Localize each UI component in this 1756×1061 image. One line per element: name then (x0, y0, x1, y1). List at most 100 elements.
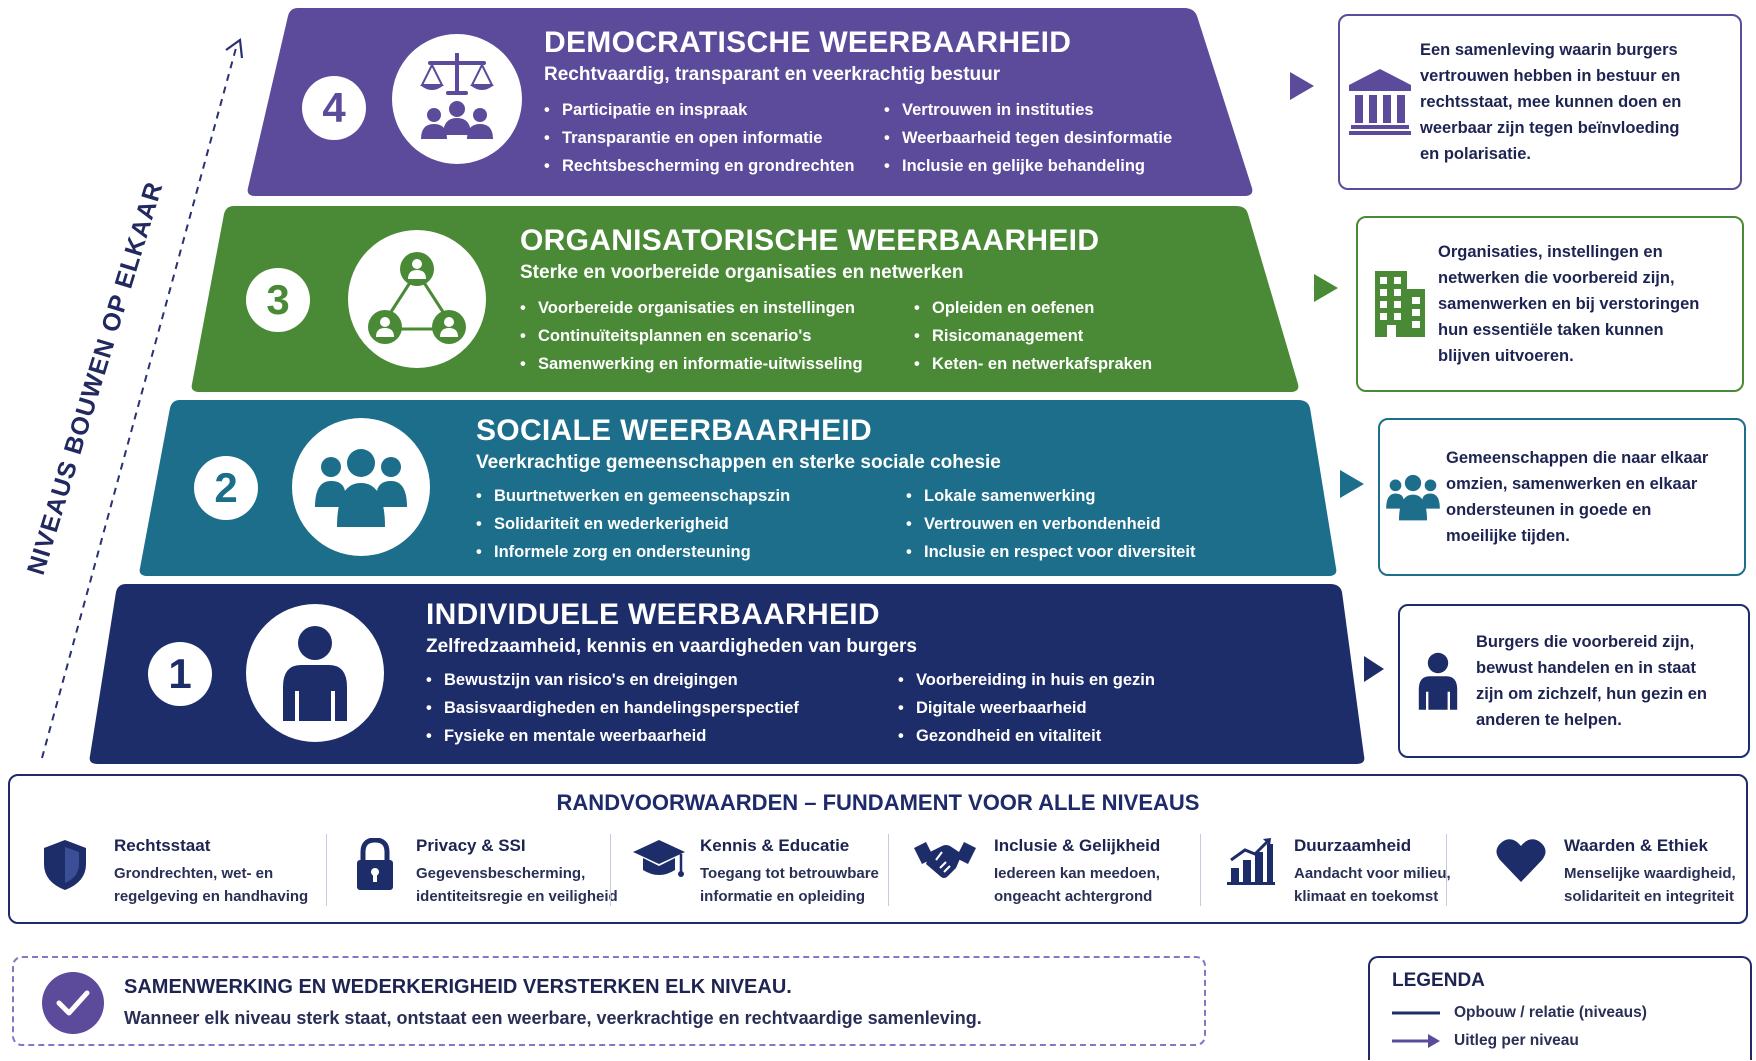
level-3-block: 3 ORGANISATORISCHE WEERBAARHEID Sterke e… (190, 206, 1300, 392)
bullet-item: Inclusie en gelijke behandeling (884, 152, 1172, 180)
bullet-item: Vertrouwen en verbondenheid (906, 510, 1195, 538)
bullet-item: Digitale weerbaarheid (898, 694, 1155, 722)
bullet-item: Basisvaardigheden en handelingsperspecti… (426, 694, 898, 722)
bullet-item: Inclusie en respect voor diversiteit (906, 538, 1195, 566)
bullet-item: Participatie en inspraak (544, 96, 884, 124)
level-2-icon-circle (292, 418, 430, 556)
level-1-number: 1 (148, 642, 212, 706)
bullet-item: Samenwerking en informatie-uitwisseling (520, 350, 914, 378)
foundation-panel: RANDVOORWAARDEN – FUNDAMENT VOOR ALLE NI… (8, 774, 1748, 924)
level-1-description: Burgers die voorbereid zijn, bewust hand… (1476, 633, 1708, 729)
level-4-bullets-right: Vertrouwen in instituties Weerbaarheid t… (884, 96, 1172, 180)
bullet-item: Voorbereide organisaties en instellingen (520, 294, 914, 322)
institution-building-icon (1349, 69, 1411, 135)
level-3-description-box: Organisaties, instellingen en netwerken … (1356, 216, 1744, 392)
justice-scales-people-icon (420, 53, 494, 139)
shield-icon (44, 840, 86, 890)
level-2-description-box: Gemeenschappen die naar elkaar omzien, s… (1378, 418, 1746, 576)
level-4-title: DEMOCRATISCHE WEERBAARHEID (544, 26, 1072, 59)
pillar-inclusie: Inclusie & Gelijkheid Iedereen kan meedo… (910, 836, 1160, 908)
bullet-item: Solidariteit en wederkerigheid (476, 510, 906, 538)
level-3-number: 3 (246, 268, 310, 332)
pillar-divider (610, 834, 611, 906)
pillar-text: regelgeving en handhaving (114, 888, 309, 905)
pillar-title: Rechtsstaat (114, 836, 211, 855)
pillar-text: informatie en opleiding (700, 888, 866, 905)
bullet-item: Transparantie en open informatie (544, 124, 884, 152)
graduation-cap-icon (633, 840, 685, 877)
pillar-waarden: Waarden & Ethiek Menselijke waardigheid,… (1492, 836, 1736, 908)
level-4-bullets-left: Participatie en inspraak Transparantie e… (544, 96, 884, 180)
bullet-item: Bewustzijn van risico's en dreigingen (426, 666, 898, 694)
group-people-icon (1386, 474, 1440, 521)
level-4-description-box: Een samenleving waarin burgers vertrouwe… (1338, 14, 1742, 190)
level-3-bullets-right: Opleiden en oefenen Risicomanagement Ket… (914, 294, 1152, 378)
pillar-text: Menselijke waardigheid, (1564, 865, 1736, 882)
network-people-icon (368, 252, 466, 344)
pillar-duurzaamheid: Duurzaamheid Aandacht voor milieu, klima… (1222, 836, 1451, 908)
level-4-description: Een samenleving waarin burgers vertrouwe… (1420, 41, 1682, 163)
axis-arrow (41, 38, 244, 759)
level-2-description: Gemeenschappen die naar elkaar omzien, s… (1446, 449, 1709, 545)
pillar-text: Grondrechten, wet- en (114, 865, 274, 882)
bullet-item: Opleiden en oefenen (914, 294, 1152, 322)
level-4-icon-circle (392, 34, 522, 164)
bullet-item: Rechtsbescherming en grondrechten (544, 152, 884, 180)
bullet-item: Continuïteitsplannen en scenario's (520, 322, 914, 350)
pillar-text: solidariteit en integriteit (1564, 888, 1735, 905)
level-2-number: 2 (194, 456, 258, 520)
bullet-item: Weerbaarheid tegen desinformatie (884, 124, 1172, 152)
cooperation-box: SAMENWERKING EN WEDERKERIGHEID VERSTERKE… (12, 956, 1206, 1046)
legend-panel: LEGENDA Opbouw / relatie (niveaus) Uitle… (1368, 956, 1752, 1060)
pillar-divider (1200, 834, 1201, 906)
pillar-divider (1446, 834, 1447, 906)
bullet-item: Informele zorg en ondersteuning (476, 538, 906, 566)
level-3-title: ORGANISATORISCHE WEERBAARHEID (520, 224, 1100, 257)
level-1-subtitle: Zelfredzaamheid, kennis en vaardigheden … (426, 636, 917, 657)
bullet-item: Fysieke en mentale weerbaarheid (426, 722, 898, 750)
bullet-item: Lokale samenwerking (906, 482, 1195, 510)
pillar-text: ongeacht achtergrond (994, 888, 1153, 905)
pillar-title: Waarden & Ethiek (1564, 836, 1708, 855)
person-icon (1418, 652, 1458, 710)
level-2-title: SOCIALE WEERBAARHEID (476, 414, 873, 447)
legend-label: Uitleg per niveau (1454, 1032, 1579, 1049)
level-1-pointer-arrow (1364, 656, 1384, 682)
level-1-icon-circle (246, 604, 384, 742)
pillar-text: Toegang tot betrouwbare (700, 865, 879, 882)
legend-item-arrow: Uitleg per niveau (1392, 1032, 1579, 1050)
level-2-pointer-arrow (1340, 470, 1364, 498)
pillar-title: Privacy & SSI (416, 836, 526, 855)
level-1-description-box: Burgers die voorbereid zijn, bewust hand… (1398, 604, 1750, 758)
group-people-icon (315, 449, 407, 527)
pillar-divider (888, 834, 889, 906)
pillar-kennis: Kennis & Educatie Toegang tot betrouwbar… (630, 836, 879, 908)
handshake-icon (914, 842, 976, 878)
level-1-bullets-left: Bewustzijn van risico's en dreigingen Ba… (426, 666, 898, 750)
level-3-bullets-left: Voorbereide organisaties en instellingen… (520, 294, 914, 378)
bullet-item: Vertrouwen in instituties (884, 96, 1172, 124)
pillar-title: Kennis & Educatie (700, 836, 850, 855)
level-4-pointer-arrow (1290, 72, 1314, 100)
growth-chart-icon (1227, 838, 1275, 885)
pillar-text: klimaat en toekomst (1294, 888, 1439, 905)
level-2-block: 2 SOCIALE WEERBAARHEID Veerkrachtige gem… (138, 400, 1338, 576)
level-4-block: 4 DEMOCRATISCHE WEERBAARHEID Rechtvaardi… (246, 8, 1254, 196)
pillar-text: Aandacht voor milieu, (1294, 865, 1451, 882)
foundation-title: RANDVOORWAARDEN – FUNDAMENT VOOR ALLE NI… (556, 790, 1200, 815)
level-2-bullets-left: Buurtnetwerken en gemeenschapszin Solida… (476, 482, 906, 566)
office-building-icon (1375, 271, 1425, 337)
lock-icon (357, 838, 393, 890)
legend-item-line: Opbouw / relatie (niveaus) (1392, 1004, 1647, 1022)
cooperation-text: Wanneer elk niveau sterk staat, ontstaat… (124, 1008, 982, 1028)
level-4-subtitle: Rechtvaardig, transparant en veerkrachti… (544, 64, 1001, 85)
level-2-bullets-right: Lokale samenwerking Vertrouwen en verbon… (906, 482, 1195, 566)
bullet-item: Voorbereiding in huis en gezin (898, 666, 1155, 694)
pillar-title: Duurzaamheid (1294, 836, 1412, 855)
bullet-item: Risicomanagement (914, 322, 1152, 350)
pillar-divider (326, 834, 327, 906)
level-3-description: Organisaties, instellingen en netwerken … (1438, 243, 1700, 365)
level-4-number: 4 (302, 76, 366, 140)
line-icon (1392, 1011, 1440, 1015)
level-1-title: INDIVIDUELE WEERBAARHEID (426, 598, 880, 631)
